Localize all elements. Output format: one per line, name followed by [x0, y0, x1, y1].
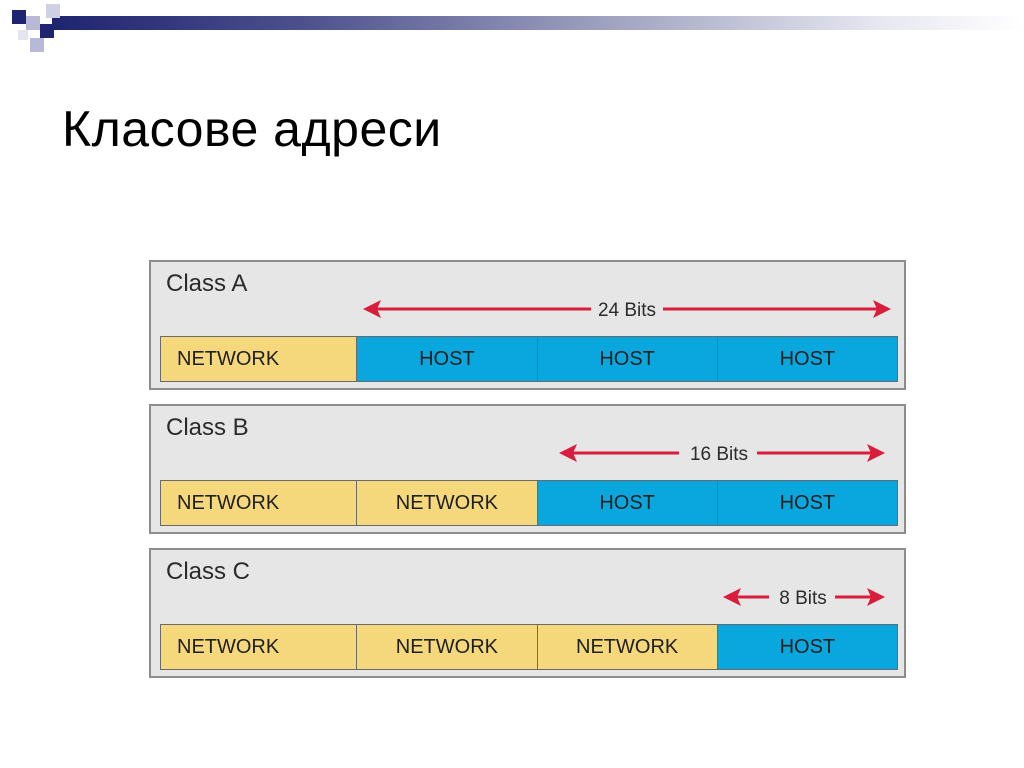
class-a-bits-label: 24 Bits: [598, 300, 656, 321]
class-a-host-segment-1: HOST: [357, 337, 538, 381]
class-b-arrow-right-head: [867, 444, 885, 462]
class-c-network-segment-2: NETWORK: [357, 625, 538, 669]
class-b-bits-arrow: 16 Bits: [559, 444, 885, 465]
class-a-address-row: NETWORK HOST HOST HOST: [160, 336, 898, 382]
header-square-lilac: [26, 16, 40, 30]
class-c-address-row: NETWORK NETWORK NETWORK HOST: [160, 624, 898, 670]
header-square-lilac-2: [46, 4, 60, 18]
header-square-navy-2: [40, 24, 54, 38]
class-b-label: Class B: [166, 414, 249, 441]
class-a-arrow-right-head: [873, 300, 891, 318]
class-b-network-segment-1: NETWORK: [161, 481, 358, 525]
class-b-arrow-left-head: [559, 444, 577, 462]
class-c-panel: Class C 8 Bits NETWORK NETWORK NETWORK H…: [149, 548, 906, 678]
header-square-navy: [12, 10, 26, 24]
class-c-arrow-right-head: [867, 588, 885, 606]
header-square-light: [18, 30, 28, 40]
class-a-bits-arrow: 24 Bits: [363, 300, 891, 321]
class-a-network-segment-1: NETWORK: [161, 337, 358, 381]
class-c-arrow-left-head: [723, 588, 741, 606]
header-square-lilac-3: [30, 38, 44, 52]
class-a-label: Class A: [166, 270, 248, 297]
header-gradient-bar: [52, 16, 1024, 30]
class-b-network-segment-2: NETWORK: [357, 481, 538, 525]
class-c-network-segment-1: NETWORK: [161, 625, 358, 669]
class-b-bits-label: 16 Bits: [690, 444, 748, 465]
class-c-network-segment-3: NETWORK: [537, 625, 718, 669]
class-a-host-segment-2: HOST: [537, 337, 718, 381]
class-c-label: Class C: [166, 558, 251, 585]
class-c-host-segment-1: HOST: [717, 625, 897, 669]
class-a-arrow-left-head: [363, 300, 381, 318]
class-c-bits-label: 8 Bits: [779, 588, 827, 609]
class-b-host-segment-1: HOST: [537, 481, 718, 525]
class-b-host-segment-2: HOST: [717, 481, 897, 525]
class-a-panel: Class A 24 Bits NETWORK HOST HOST HOST: [149, 260, 906, 390]
class-b-address-row: NETWORK NETWORK HOST HOST: [160, 480, 898, 526]
class-a-host-segment-3: HOST: [717, 337, 897, 381]
class-b-panel: Class B 16 Bits NETWORK NETWORK HOST HOS…: [149, 404, 906, 534]
slide-title: Класове адреси: [62, 101, 442, 157]
class-c-bits-arrow: 8 Bits: [723, 588, 885, 609]
